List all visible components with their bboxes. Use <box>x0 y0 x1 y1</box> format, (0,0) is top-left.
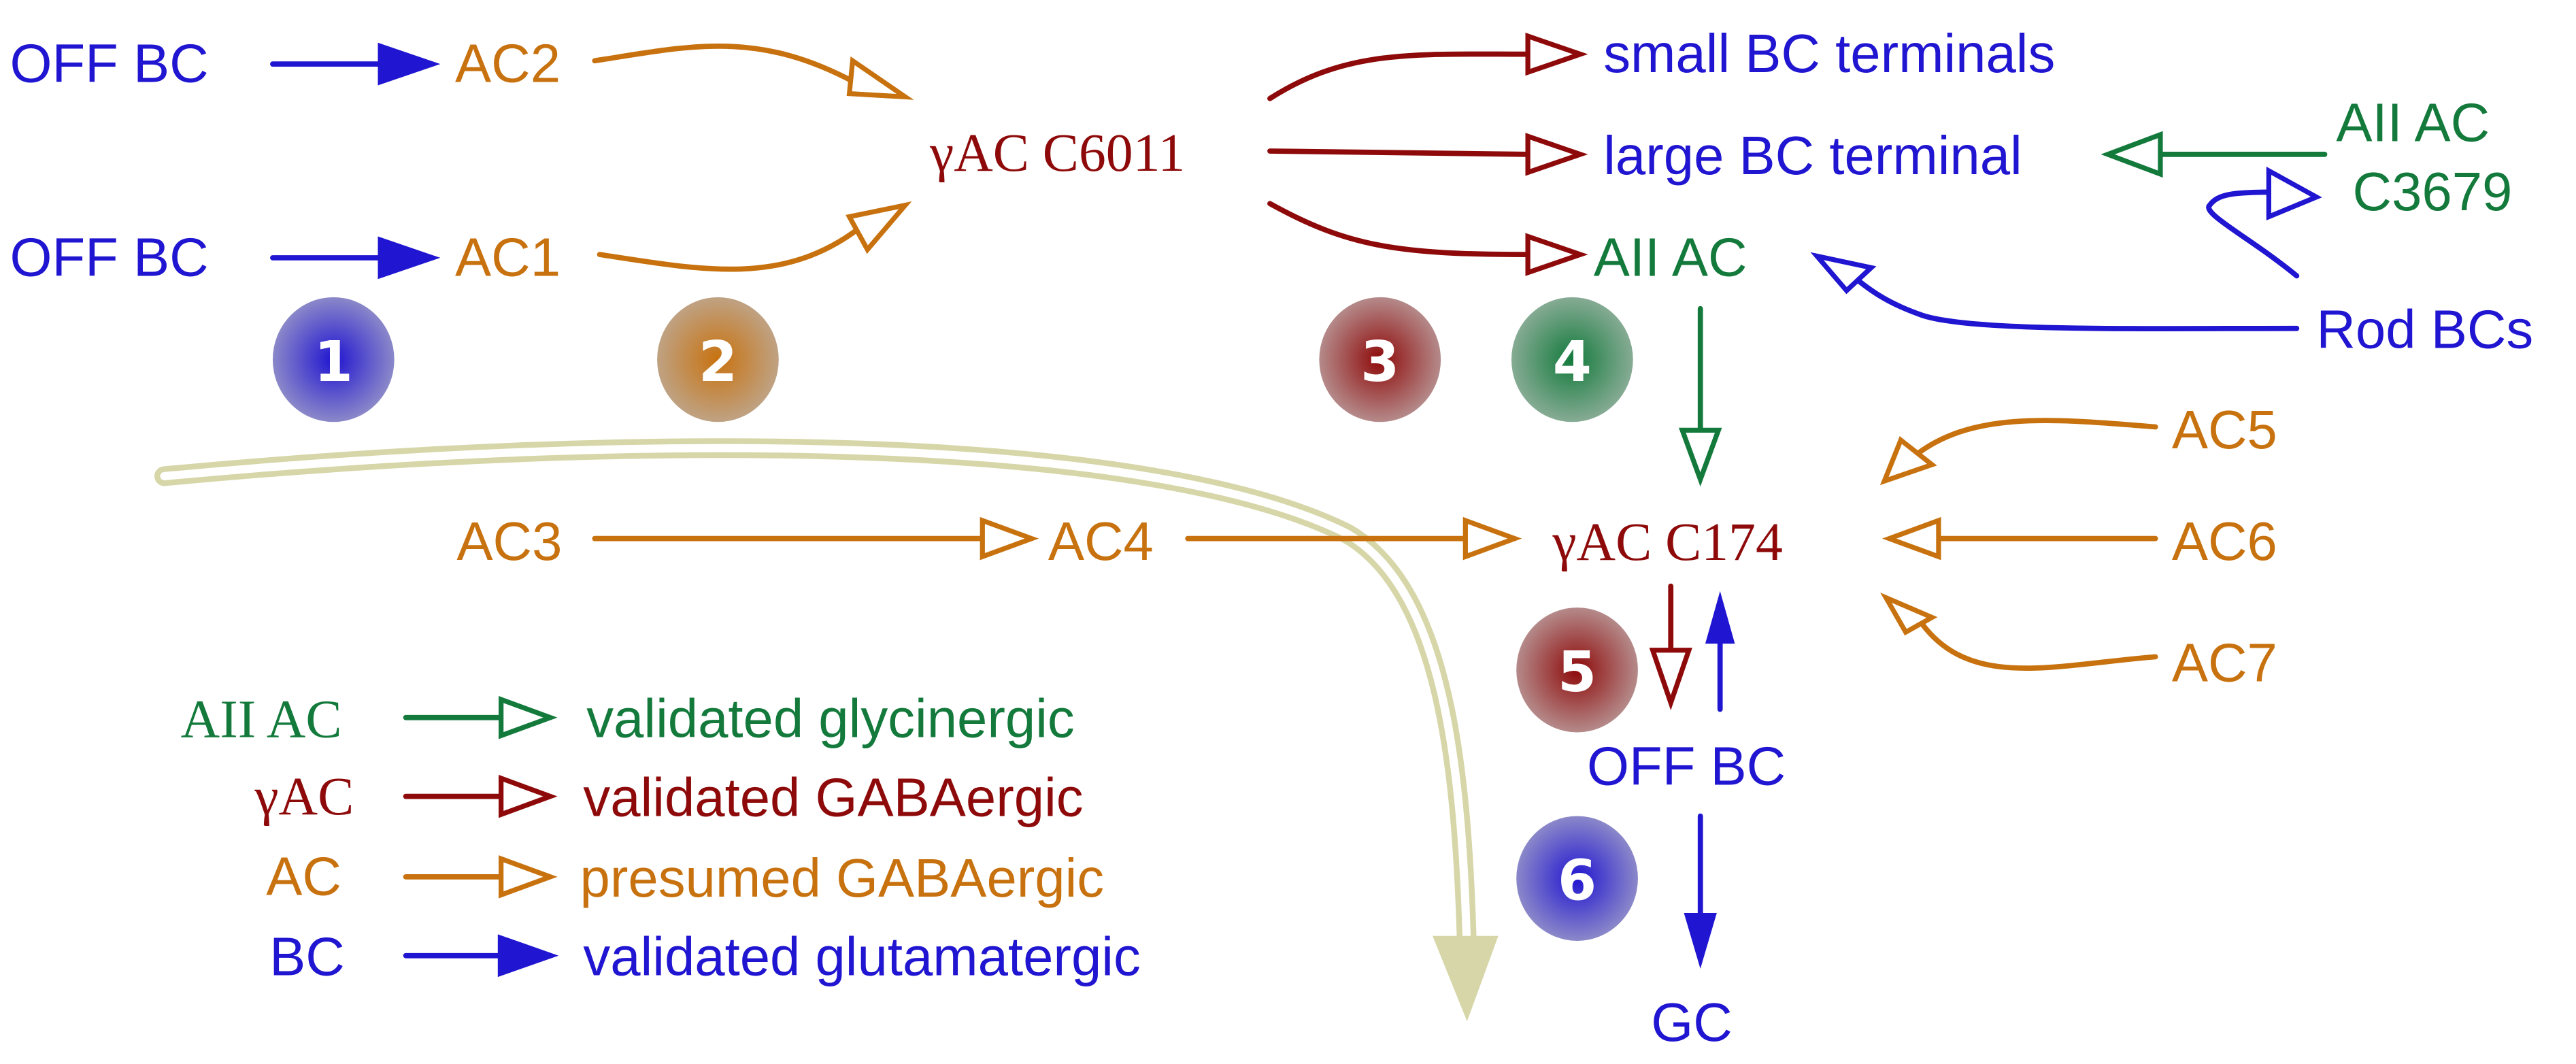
edge-c3679-large-bc <box>2101 131 2328 178</box>
legend: AII AC validated glycinergic γAC validat… <box>181 688 1141 987</box>
badge-4: 4 <box>1511 297 1633 422</box>
node-ac5: AC5 <box>2172 399 2277 460</box>
edge-offbc-gc <box>1684 813 1717 969</box>
node-gamma-ac-c174: γAC C174 <box>1552 512 1783 572</box>
svg-text:5: 5 <box>1558 640 1596 705</box>
node-ac1: AC1 <box>455 227 561 288</box>
legend-item-glutamatergic: BC validated glutamatergic <box>269 927 1141 987</box>
edge-ac7-c174 <box>1880 592 2158 671</box>
node-ac2: AC2 <box>455 33 561 94</box>
node-ac6: AC6 <box>2172 511 2277 571</box>
legend-key: AII AC <box>181 690 342 750</box>
node-gc: GC <box>1651 992 1733 1052</box>
edge-c6011-aii-ac <box>1267 201 1588 276</box>
pathway-overlay-arrow <box>154 438 1499 1022</box>
legend-key: γAC <box>254 767 354 827</box>
legend-item-presumed-gaba: AC presumed GABAergic <box>266 846 1104 908</box>
node-large-bc-terminal: large BC terminal <box>1603 125 2022 186</box>
node-aii-ac-c3679-line1: AII AC <box>2336 93 2490 153</box>
edge-c6011-small-bc <box>1267 33 1588 101</box>
node-ac4: AC4 <box>1048 511 1154 571</box>
edge-offbc-ac2 <box>270 42 441 86</box>
node-aii-ac: AII AC <box>1594 227 1747 288</box>
edge-ac1-c6011 <box>597 201 912 272</box>
badge-2: 2 <box>657 297 779 422</box>
edge-ac5-c174 <box>1879 418 2158 486</box>
node-off-bc-mid: OFF BC <box>10 227 208 288</box>
node-ac3: AC3 <box>456 511 562 571</box>
legend-item-validated-gaba: γAC validated GABAergic <box>254 767 1083 827</box>
badge-6: 6 <box>1516 816 1638 941</box>
node-rod-bcs: Rod BCs <box>2316 299 2533 360</box>
legend-label: validated GABAergic <box>583 767 1083 828</box>
edge-ac3-ac4 <box>592 516 1039 561</box>
edge-ac2-c6011 <box>592 43 914 100</box>
node-off-bc-top: OFF BC <box>10 33 208 94</box>
legend-key: AC <box>266 846 341 906</box>
legend-item-glycinergic: AII AC validated glycinergic <box>181 688 1075 750</box>
edge-aii-ac-c174 <box>1678 305 1722 487</box>
badge-3: 3 <box>1319 297 1441 422</box>
edge-c6011-large-bc <box>1267 133 1588 176</box>
svg-text:3: 3 <box>1360 330 1399 395</box>
edge-ac4-c174 <box>1185 516 1522 561</box>
legend-label: validated glycinergic <box>586 688 1075 749</box>
legend-label: presumed GABAergic <box>580 848 1105 908</box>
edge-offbc-ac1 <box>270 236 441 280</box>
svg-text:1: 1 <box>314 330 353 395</box>
edge-c174-offbc <box>1649 583 1692 711</box>
node-small-bc-terminals: small BC terminals <box>1603 23 2055 84</box>
edge-ac6-c174 <box>1881 516 2158 561</box>
badge-5: 5 <box>1516 608 1638 733</box>
badge-1: 1 <box>272 297 395 422</box>
edge-offbc-c174 <box>1705 591 1735 712</box>
svg-text:2: 2 <box>699 330 737 395</box>
svg-text:6: 6 <box>1558 849 1596 914</box>
svg-text:4: 4 <box>1553 330 1592 395</box>
node-ac7: AC7 <box>2172 633 2277 693</box>
legend-label: validated glutamatergic <box>583 927 1140 987</box>
node-off-bc-bottom: OFF BC <box>1587 736 1786 797</box>
node-gamma-ac-c6011: γAC C6011 <box>929 123 1185 183</box>
edge-rodbc-aii-ac <box>1810 252 2300 331</box>
legend-key: BC <box>269 927 345 987</box>
node-aii-ac-c3679-line2: C3679 <box>2353 161 2513 222</box>
edge-rodbc-c3679 <box>2206 166 2322 279</box>
